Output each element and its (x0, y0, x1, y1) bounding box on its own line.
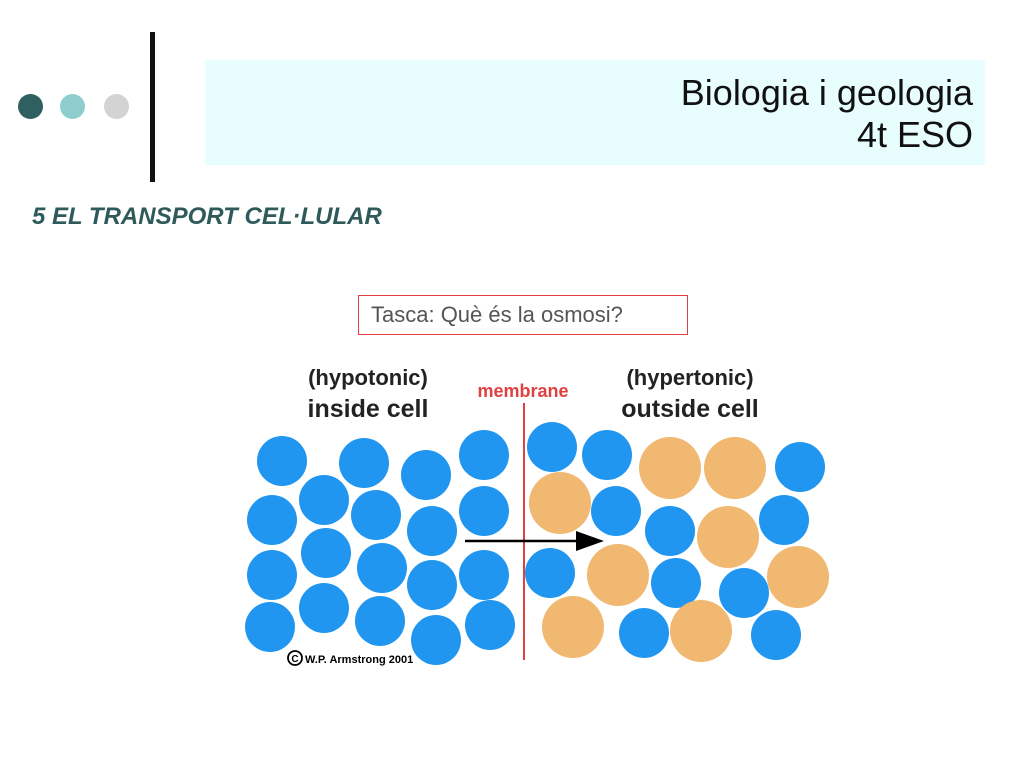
section-heading: 5 EL TRANSPORT CEL·LULAR (32, 203, 382, 230)
title-banner: Biologia i geologia 4t ESO (205, 60, 985, 165)
outside-cell-label: outside cell (621, 395, 759, 423)
osmosis-diagram: (hypotonic) inside cell membrane (hypert… (245, 365, 829, 666)
title-line-1: Biologia i geologia (680, 72, 973, 113)
membrane-label: membrane (477, 381, 568, 401)
inside-cell-label: inside cell (308, 395, 429, 423)
water-molecules (245, 422, 825, 665)
title-divider (150, 32, 155, 182)
title-line-2: 4t ESO (856, 114, 973, 155)
hypotonic-label: (hypotonic) (308, 365, 428, 390)
decor-dot-dark (18, 94, 43, 119)
credit-text: W.P. Armstrong 2001 (305, 654, 413, 666)
task-box: Tasca: Què és la osmosi? (358, 295, 688, 335)
copyright-c: C (291, 654, 298, 665)
copyright-credit: C W.P. Armstrong 2001 (287, 650, 413, 666)
decor-dot-gray (104, 94, 129, 119)
slide-title: Biologia i geologia 4t ESO (681, 72, 973, 156)
solute-molecules (529, 437, 829, 662)
hypertonic-label: (hypertonic) (626, 365, 753, 390)
osmosis-arrow (465, 531, 604, 551)
copyright-icon (287, 650, 303, 666)
decor-dot-teal (60, 94, 85, 119)
